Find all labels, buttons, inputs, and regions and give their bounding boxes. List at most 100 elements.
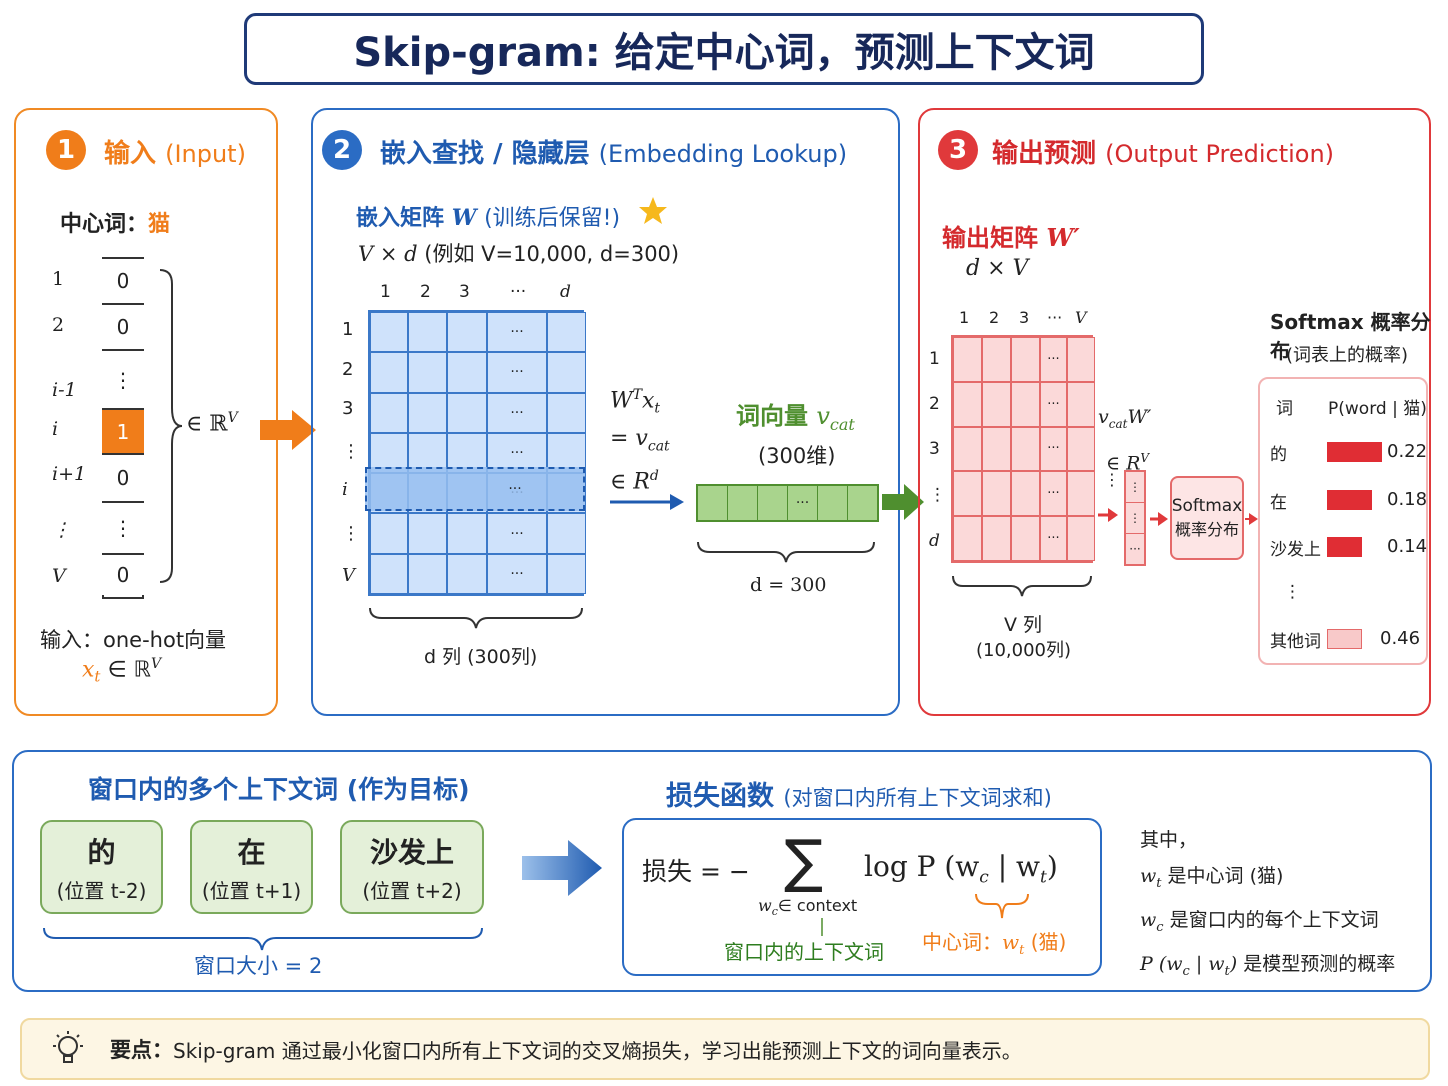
key-point-bar: 要点： Skip-gram 通过最小化窗口内所有上下文词的交叉熵损失，学习出能预… bbox=[20, 1018, 1430, 1080]
onehot-space-text: ∈ ℝ bbox=[186, 411, 228, 437]
word-vector-dim: (300维) bbox=[758, 444, 836, 468]
selected-row-i: ··· bbox=[365, 467, 585, 511]
softmax-box-sublabel: 概率分布 bbox=[1174, 520, 1239, 539]
onehot-cell: 0 bbox=[102, 453, 144, 501]
input-title-zh: 输入 bbox=[104, 139, 157, 169]
embedding-cell bbox=[370, 553, 408, 594]
embedding-cell bbox=[447, 553, 487, 594]
embedding-matrix-symbol: W bbox=[451, 205, 477, 231]
embedding-cell bbox=[370, 352, 408, 393]
def-p: P (wc | wt) 是模型预测的概率 bbox=[1140, 946, 1395, 990]
def-p-sub2: t bbox=[1224, 963, 1230, 979]
output-col-header: 1 bbox=[959, 308, 970, 327]
embedding-cell bbox=[370, 432, 408, 474]
prod-space: ∈ R bbox=[1106, 452, 1141, 475]
context-word: 的 bbox=[87, 835, 116, 869]
loss-rhs-sub-c: c bbox=[979, 867, 989, 888]
scores-left-dots: ⋮ bbox=[1104, 470, 1120, 489]
probability-value: 0.18 bbox=[1387, 489, 1428, 510]
center-word-value: 猫 bbox=[148, 212, 171, 237]
embedding-cell bbox=[408, 312, 447, 353]
center-annotation-label: 中心词： bbox=[922, 930, 1002, 954]
embedding-row-header: 3 bbox=[342, 398, 354, 419]
page-title: Skip-gram: 给定中心词，预测上下文词 bbox=[244, 13, 1204, 85]
score-cell: ⋮ bbox=[1126, 502, 1144, 533]
output-cell bbox=[953, 381, 982, 427]
word-vector-cell bbox=[698, 486, 728, 520]
embedding-cell bbox=[547, 352, 586, 393]
eq-space-sup: d bbox=[649, 468, 659, 485]
input-panel-title: 输入 (Input) bbox=[104, 133, 246, 170]
embedding-row-header: 2 bbox=[342, 359, 354, 380]
output-cell bbox=[1067, 426, 1095, 472]
prod-v: v bbox=[1098, 406, 1109, 428]
embedding-panel bbox=[311, 108, 900, 716]
output-cell: ··· bbox=[1040, 381, 1067, 427]
output-cell bbox=[982, 337, 1011, 382]
embedding-title-zh: 嵌入查找 / 隐藏层 bbox=[380, 139, 590, 169]
embedding-cell bbox=[447, 392, 487, 433]
probability-row-word: 的 bbox=[1270, 445, 1287, 465]
vector-dim-label: d = 300 bbox=[750, 574, 827, 596]
embedding-matrix-text: 嵌入矩阵 bbox=[356, 206, 445, 231]
output-col-header: V bbox=[1075, 308, 1087, 327]
output-row-header: ⋮ bbox=[929, 485, 946, 505]
score-cell: ⋮ bbox=[1129, 480, 1141, 494]
key-point-label: 要点： bbox=[110, 1038, 173, 1062]
output-cell bbox=[953, 426, 982, 472]
output-bottom-brace bbox=[952, 575, 1092, 597]
def-wc: wc 是窗口内的每个上下文词 bbox=[1140, 902, 1395, 946]
embedding-title-en: (Embedding Lookup) bbox=[598, 140, 848, 168]
word-vector: ··· bbox=[696, 484, 879, 522]
onehot-space-sup: V bbox=[227, 410, 238, 426]
embedding-cell bbox=[408, 432, 447, 474]
embedding-cell bbox=[447, 312, 487, 353]
loss-rhs-end: ) bbox=[1046, 850, 1058, 883]
context-word: 沙发上 bbox=[369, 835, 454, 869]
word-vector-cell: ··· bbox=[788, 486, 818, 520]
output-col-header: 3 bbox=[1019, 308, 1030, 327]
output-col-header: 2 bbox=[989, 308, 1000, 327]
def-p-sub: c bbox=[1182, 963, 1190, 979]
probability-bar bbox=[1327, 442, 1382, 462]
softmax-dist-subtitle: (词表上的概率) bbox=[1286, 345, 1409, 366]
embedding-matrix-label: 嵌入矩阵 W (训练后保留!) bbox=[356, 200, 620, 232]
output-cell bbox=[1067, 381, 1095, 427]
center-annotation-sub: t bbox=[1019, 943, 1025, 958]
red-arrow-3 bbox=[1245, 513, 1258, 525]
output-row-header: 1 bbox=[929, 349, 940, 369]
softmax-dist-title: Softmax 概率分布 bbox=[1270, 310, 1431, 363]
word-vector-symbol: v bbox=[816, 402, 830, 430]
output-col-header: ··· bbox=[1047, 308, 1063, 327]
output-matrix-text: 输出矩阵 bbox=[942, 224, 1038, 252]
score-vector: ⋮⋮··· bbox=[1124, 470, 1146, 566]
sigma-sub-c: c bbox=[771, 905, 778, 919]
context-position: (位置 t+2) bbox=[362, 878, 462, 903]
output-row-header: d bbox=[929, 531, 940, 551]
output-cell bbox=[1067, 337, 1095, 382]
loss-title: 损失函数 (对窗口内所有上下文词求和) bbox=[666, 774, 1052, 813]
embedding-cell: ··· bbox=[487, 553, 547, 594]
embedding-bottom-label: d 列 (300列) bbox=[424, 646, 538, 668]
output-panel bbox=[918, 108, 1431, 716]
embedding-cell bbox=[408, 392, 447, 433]
probability-table bbox=[1258, 377, 1428, 665]
embedding-row-header: V bbox=[342, 565, 355, 586]
probability-value: 0.46 bbox=[1380, 628, 1421, 649]
output-cell bbox=[1011, 516, 1040, 561]
embedding-cell bbox=[408, 352, 447, 393]
eq-space: ∈ R bbox=[610, 469, 650, 495]
input-title-en: (Input) bbox=[165, 140, 246, 168]
embedding-cell bbox=[370, 312, 408, 353]
onehot-row-label: i-1 bbox=[52, 379, 77, 401]
eq-w-sup: T bbox=[632, 387, 642, 403]
word-vector-cell bbox=[818, 486, 848, 520]
embedding-row-header: ⋮ bbox=[342, 523, 360, 544]
context-word: 在 bbox=[237, 835, 266, 869]
embedding-cell: ··· bbox=[487, 513, 547, 554]
eq-v-sub: cat bbox=[647, 438, 670, 455]
onehot-cell: 0 bbox=[102, 553, 144, 595]
step-3-badge: 3 bbox=[938, 130, 978, 170]
output-cell bbox=[982, 516, 1011, 561]
onehot-cell: ⋮ bbox=[102, 501, 144, 553]
